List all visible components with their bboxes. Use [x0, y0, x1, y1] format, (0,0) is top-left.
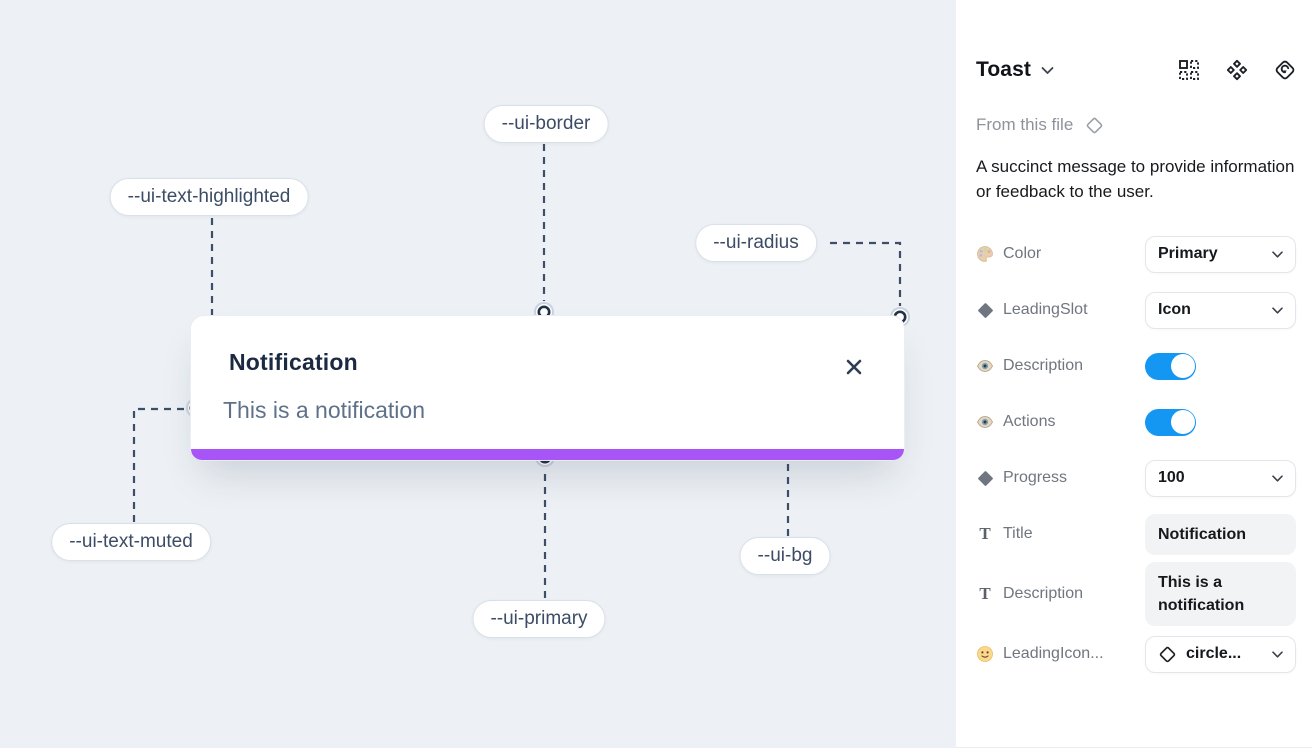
property-row-leadingicon: LeadingIcon... circle... [976, 626, 1296, 682]
toast-component-preview: Notification This is a notification [190, 315, 905, 461]
property-row-description-toggle: Description [976, 338, 1296, 394]
annotation-pill-ui-radius: --ui-radius [695, 224, 817, 262]
progress-select-value: 100 [1158, 469, 1185, 486]
property-label: Description [1003, 357, 1084, 374]
property-label: LeadingSlot [1003, 301, 1088, 318]
description-input[interactable]: This is a notification [1145, 562, 1296, 626]
source-row: From this file [976, 115, 1296, 135]
chevron-down-icon [1272, 650, 1283, 658]
progress-select[interactable]: 100 [1145, 459, 1296, 497]
component-description: A succinct message to provide informatio… [976, 157, 1295, 201]
property-row-leadingslot: LeadingSlot Icon [976, 282, 1296, 338]
actions-toggle[interactable] [1145, 408, 1196, 436]
title-input[interactable]: Notification [1145, 513, 1296, 555]
property-label: LeadingIcon... [1003, 645, 1104, 662]
connector-line-text-muted [132, 407, 184, 522]
chevron-down-icon[interactable] [1041, 66, 1054, 75]
eye-icon [976, 357, 994, 375]
chevron-down-icon [1272, 306, 1283, 314]
instance-grid-icon[interactable] [1178, 59, 1200, 81]
smiley-icon [976, 645, 994, 663]
annotation-pill-ui-text-highlighted: --ui-text-highlighted [109, 178, 309, 216]
color-select[interactable]: Primary [1145, 235, 1296, 273]
chevron-down-icon [1272, 250, 1283, 258]
leadingicon-select[interactable]: circle... [1145, 635, 1296, 673]
property-label: Color [1003, 245, 1042, 262]
leadingicon-select-value: circle... [1186, 645, 1242, 662]
eye-icon [976, 413, 994, 431]
annotation-pill-ui-border: --ui-border [483, 105, 609, 143]
instance-diamond-icon [1158, 645, 1177, 664]
diamond-icon [976, 469, 994, 487]
toast-title: Notification [229, 349, 358, 375]
description-toggle[interactable] [1145, 352, 1196, 380]
connector-line-radius [830, 241, 902, 306]
text-icon: T [979, 524, 991, 543]
file-diamond-icon [1086, 117, 1103, 133]
color-select-value: Primary [1158, 245, 1218, 262]
property-label: Description [1003, 585, 1084, 602]
property-row-progress: Progress 100 [976, 450, 1296, 506]
property-row-title: T Title Notification [976, 506, 1296, 562]
panel-header: Toast [976, 0, 1296, 82]
chevron-down-icon [1272, 474, 1283, 482]
property-label: Progress [1003, 469, 1068, 486]
text-icon: T [979, 584, 991, 603]
close-icon[interactable] [844, 357, 864, 377]
component-name: Toast [976, 58, 1031, 81]
property-rows: Color Primary LeadingSlot Icon [976, 226, 1296, 682]
property-row-description-text: T Description This is a notification [976, 562, 1296, 626]
annotation-pill-ui-primary: --ui-primary [472, 600, 606, 638]
property-label: Actions [1003, 413, 1056, 430]
go-to-main-component-icon[interactable] [1274, 59, 1296, 81]
property-row-color: Color Primary [976, 226, 1296, 282]
property-label: Title [1003, 525, 1033, 542]
toast-progress-bar [191, 449, 904, 460]
palette-icon [976, 245, 994, 263]
design-canvas: Notification This is a notification --ui… [0, 0, 956, 748]
leadingslot-select-value: Icon [1158, 301, 1191, 318]
property-row-actions-toggle: Actions [976, 394, 1296, 450]
annotation-pill-ui-text-muted: --ui-text-muted [51, 523, 211, 561]
properties-panel: Toast [956, 0, 1312, 748]
toast-description: This is a notification [223, 397, 425, 423]
leadingslot-select[interactable]: Icon [1145, 291, 1296, 329]
annotation-pill-ui-bg: --ui-bg [739, 537, 831, 575]
source-label: From this file [976, 115, 1074, 134]
diamond-icon [976, 301, 994, 319]
component-icon[interactable] [1226, 59, 1248, 81]
